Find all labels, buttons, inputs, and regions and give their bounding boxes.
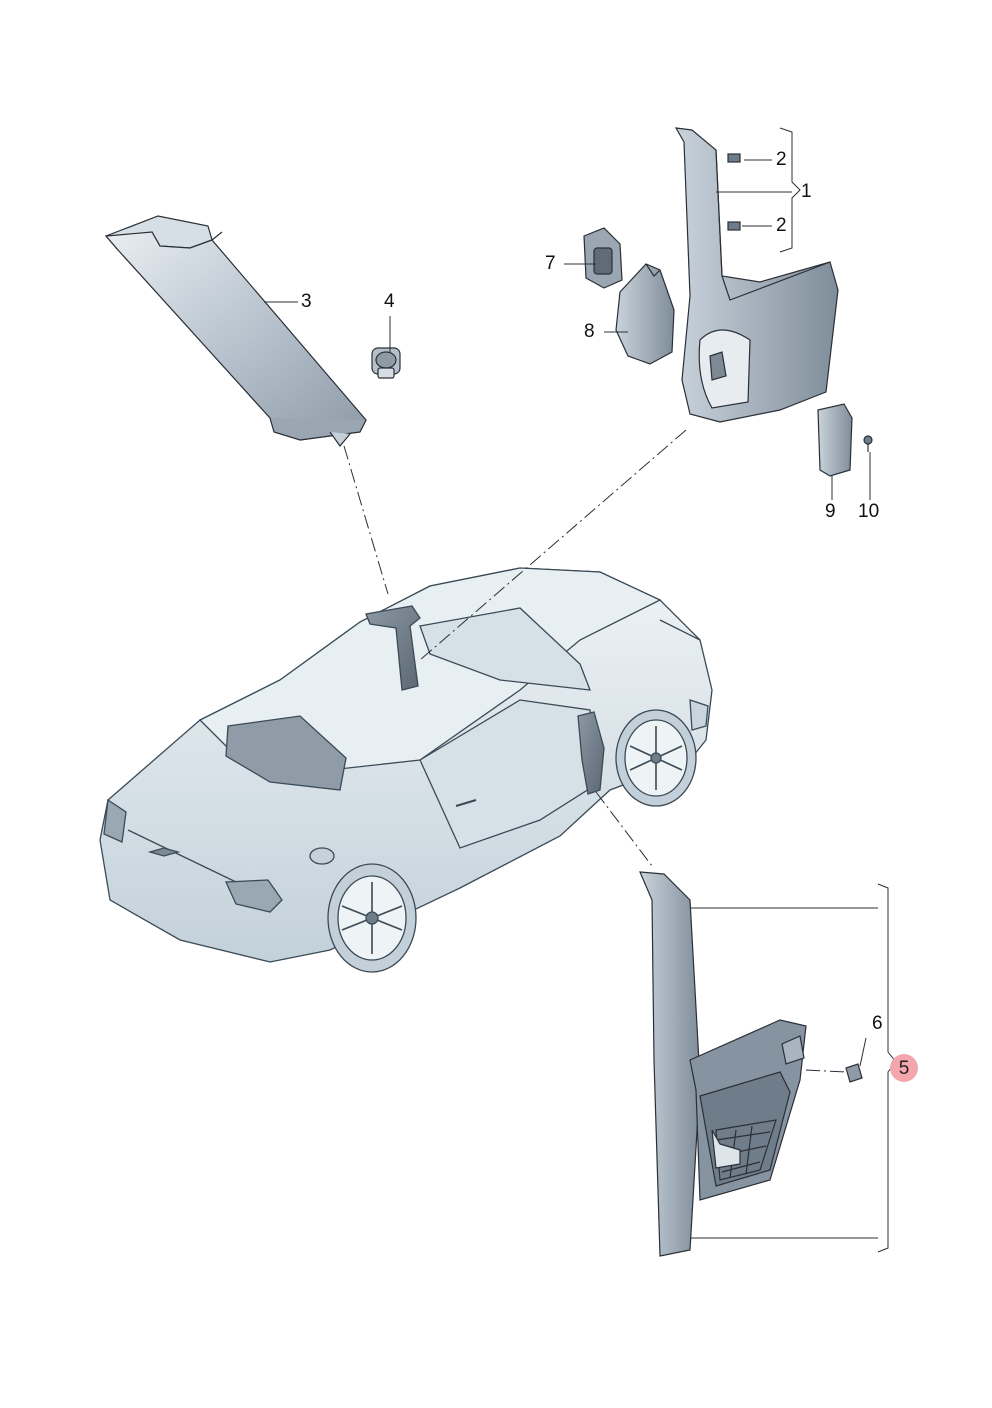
b-pillar-trim-part-1 xyxy=(674,127,839,423)
cover-part-8 xyxy=(615,263,675,365)
callout-1: 1 xyxy=(801,181,812,202)
clip-part-4 xyxy=(371,347,401,379)
bracket-part-7 xyxy=(583,227,623,289)
a-pillar-trim xyxy=(104,215,367,447)
callout-7: 7 xyxy=(545,253,556,274)
rear-wheel xyxy=(327,863,417,973)
cap-part-9 xyxy=(817,403,853,477)
clip-part-6 xyxy=(845,1063,863,1083)
callout-3: 3 xyxy=(301,291,312,312)
callout-2-upper: 2 xyxy=(776,149,787,170)
front-wheel xyxy=(615,709,697,807)
callout-4: 4 xyxy=(384,291,395,312)
callout-8: 8 xyxy=(584,321,595,342)
callout-2-lower: 2 xyxy=(776,215,787,236)
screw-part-10 xyxy=(863,435,873,452)
callout-5: 5 xyxy=(890,1054,918,1082)
callout-6: 6 xyxy=(872,1013,883,1034)
dash-dot-lines xyxy=(343,429,847,1073)
lower-pillar-trim-part-5 xyxy=(639,871,807,1257)
callout-10: 10 xyxy=(858,501,880,522)
car-illustration xyxy=(99,567,713,973)
callout-9: 9 xyxy=(825,501,836,522)
